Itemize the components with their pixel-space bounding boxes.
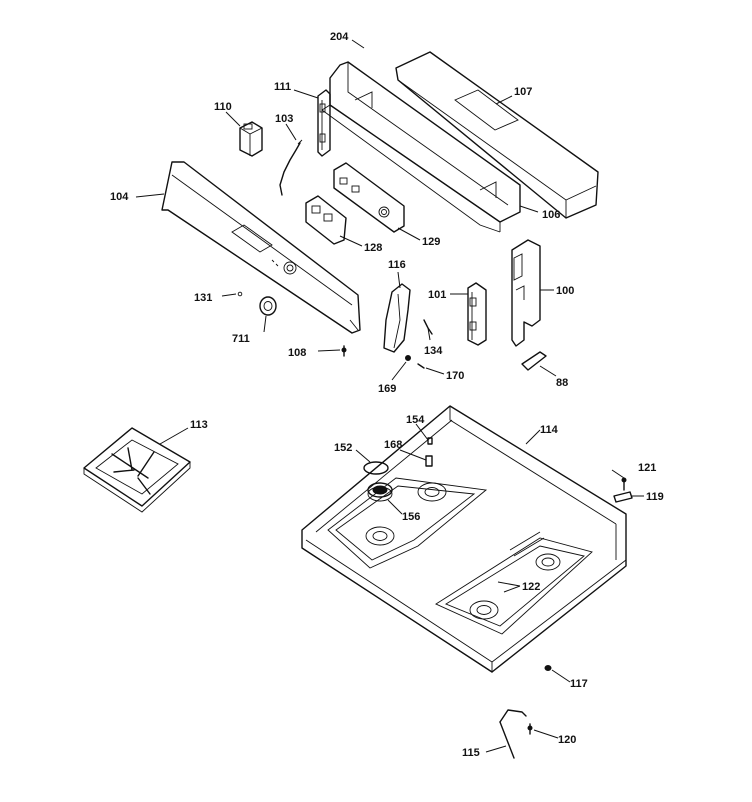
- knob-711: [259, 296, 277, 316]
- screw-108: [341, 345, 347, 357]
- orifice-part: [427, 437, 433, 445]
- clip-119: [613, 491, 633, 503]
- callout-108: 108: [288, 347, 306, 359]
- callout-107: 107: [514, 86, 532, 98]
- callout-100: 100: [556, 285, 574, 297]
- callout-119: 119: [646, 491, 664, 503]
- callout-106: 106: [542, 209, 560, 221]
- callout-116: 116: [388, 259, 406, 271]
- cooktop-part: [301, 405, 627, 673]
- callout-114: 114: [540, 424, 559, 436]
- igniter-part: [425, 455, 433, 467]
- support-rod-part: [499, 709, 527, 759]
- callout-128: 128: [364, 242, 382, 254]
- screw-120: [527, 723, 533, 735]
- screw-121: [621, 477, 627, 491]
- callout-129: 129: [422, 236, 440, 248]
- burner-grate-part: [83, 427, 191, 513]
- screw-169: [405, 355, 411, 361]
- screw-170: [417, 363, 425, 369]
- burner-front-left: [365, 526, 395, 546]
- callout-169: 169: [378, 383, 396, 395]
- grommet-117: [544, 665, 552, 671]
- callout-154: 154: [406, 414, 425, 426]
- burner-rear-left: [417, 482, 447, 502]
- callout-134: 134: [424, 345, 443, 357]
- callout-101: 101: [428, 289, 446, 301]
- callout-115: 115: [462, 747, 480, 759]
- callout-120: 120: [558, 734, 576, 746]
- callout-117: 117: [570, 678, 588, 690]
- callout-103: 103: [275, 113, 293, 125]
- burner-rear-right: [535, 553, 561, 571]
- callout-122: 122: [522, 581, 540, 593]
- fastener-131: [237, 291, 243, 297]
- end-cap-part: [383, 283, 411, 353]
- burner-front-right: [469, 600, 499, 620]
- side-bracket-part: [467, 282, 487, 346]
- callout-170: 170: [446, 370, 464, 382]
- screw-134: [423, 319, 433, 335]
- callout-156: 156: [402, 511, 420, 523]
- leader-lines: [135, 39, 644, 753]
- callout-121: 121: [638, 462, 656, 474]
- callout-113: 113: [190, 419, 208, 431]
- burner-cap-part: [363, 461, 389, 475]
- callout-110: 110: [214, 101, 232, 113]
- callout-labels: 204 107 111 110 103 104 106 128 129 116 …: [110, 31, 664, 759]
- right-bracket-part: [511, 239, 541, 347]
- callout-711: 711: [232, 333, 250, 345]
- clip-part: [521, 351, 547, 371]
- callout-152: 152: [334, 442, 352, 454]
- backguard-frame-part: [321, 61, 521, 233]
- wire-harness-part: [279, 139, 303, 196]
- timer-part: [239, 121, 263, 157]
- left-bracket-part: [317, 89, 331, 157]
- burner-head-part: [367, 482, 393, 502]
- callout-88: 88: [556, 377, 568, 389]
- callout-204: 204: [330, 31, 349, 43]
- vent-trim-part: [395, 51, 599, 219]
- control-panel-part: [161, 161, 361, 334]
- callout-104: 104: [110, 191, 129, 203]
- control-module-part: [333, 162, 405, 233]
- callout-111: 111: [274, 81, 291, 93]
- callout-131: 131: [194, 292, 212, 304]
- callout-168: 168: [384, 439, 402, 451]
- switch-block-part: [305, 195, 347, 245]
